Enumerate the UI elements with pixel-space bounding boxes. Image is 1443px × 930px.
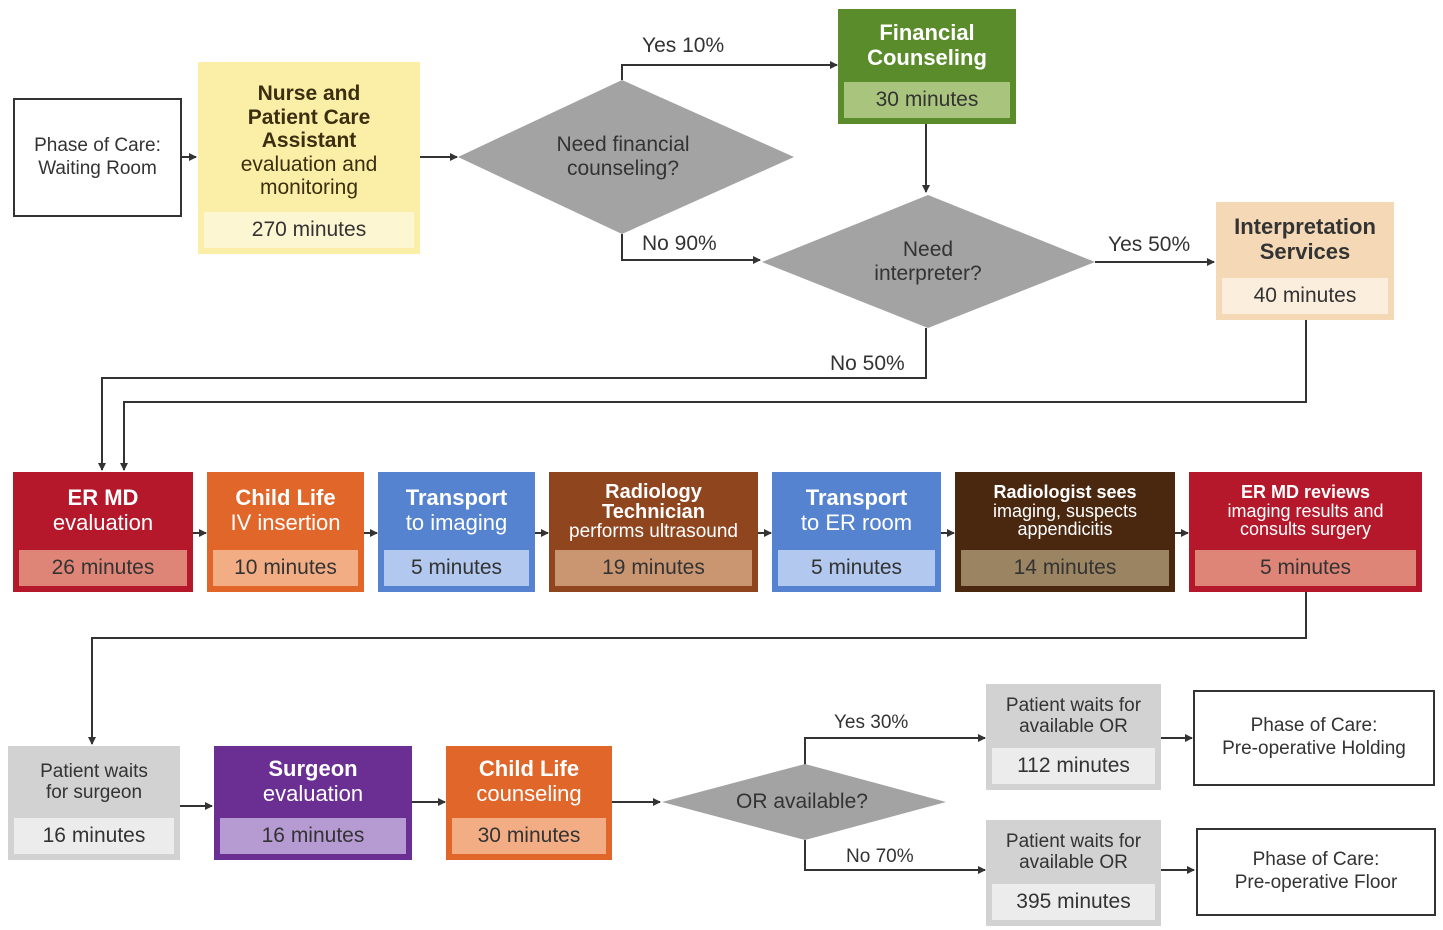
nurse-evaluation-box: Nurse and Patient Care Assistant evaluat…	[198, 62, 420, 254]
surgeon-duration: 16 minutes	[220, 818, 406, 854]
surgeon-title-2: evaluation	[262, 781, 364, 806]
child-life-iv-box: Child Life IV insertion 10 minutes	[207, 472, 364, 592]
interpretation-services-box: Interpretation Services 40 minutes	[1216, 202, 1394, 320]
wait-or-no-title-1: Patient waits for	[1005, 830, 1142, 852]
radiologist-title-2: imaging, suspects	[992, 500, 1138, 521]
transport-imaging-box: Transport to imaging 5 minutes	[378, 472, 535, 592]
phase-holding-line1: Phase of Care:	[1250, 715, 1378, 737]
or-yes-label: Yes 30%	[834, 712, 909, 733]
nurse-title-4: evaluation and	[240, 152, 378, 176]
er-review-duration: 5 minutes	[1195, 550, 1416, 586]
arrow-financial-yes	[621, 61, 838, 80]
wait-or-no-box: Patient waits for available OR 395 minut…	[986, 820, 1161, 926]
interpreter-no-label: No 50%	[830, 352, 905, 375]
financial-yes-label: Yes 10%	[642, 34, 725, 57]
phase-floor-line1: Phase of Care:	[1252, 849, 1380, 871]
phase-holding-line2: Pre-operative Holding	[1222, 738, 1406, 759]
decision-interpreter-shape	[762, 195, 1095, 328]
child-life-counseling-box: Child Life counseling 30 minutes	[446, 746, 612, 860]
financial-title-1: Financial	[879, 19, 975, 45]
phase-preop-holding: Phase of Care: Pre-operative Holding	[1193, 690, 1435, 786]
transport-er-title-2: to ER room	[800, 510, 913, 535]
transport-er-box: Transport to ER room 5 minutes	[772, 472, 941, 592]
decision-financial-line1: Need financial	[556, 132, 690, 156]
financial-no-label: No 90%	[642, 232, 717, 255]
decision-interpreter-line1: Need	[902, 237, 954, 261]
phase-waiting-room: Phase of Care: Waiting Room	[13, 98, 182, 217]
radiology-tech-title-3: performs ultrasound	[569, 520, 738, 542]
arrow-or-yes	[804, 734, 986, 766]
child-counsel-duration: 30 minutes	[452, 818, 606, 854]
nurse-title-1: Nurse and	[257, 82, 361, 106]
interpretation-title-2: Services	[1259, 239, 1351, 264]
nurse-title-2: Patient Care	[247, 105, 371, 129]
arrow-interpretation-to-er	[120, 320, 1307, 471]
er-eval-duration: 26 minutes	[19, 550, 187, 586]
er-eval-title-1: ER MD	[67, 485, 139, 511]
decision-interpreter-line2: interpreter?	[874, 262, 982, 285]
surgeon-evaluation-box: Surgeon evaluation 16 minutes	[214, 746, 412, 860]
er-md-evaluation-box: ER MD evaluation 26 minutes	[13, 472, 193, 592]
nurse-title-3: Assistant	[261, 129, 357, 153]
wait-or-yes-duration: 112 minutes	[992, 748, 1155, 784]
transport-imaging-title-2: to imaging	[405, 510, 508, 535]
wait-surgeon-duration: 16 minutes	[14, 818, 174, 854]
child-iv-title-2: IV insertion	[230, 510, 341, 535]
financial-counseling-box: Financial Counseling 30 minutes	[838, 9, 1016, 124]
transport-imaging-duration: 5 minutes	[384, 550, 529, 586]
wait-or-yes-title-2: available OR	[1019, 716, 1128, 737]
decision-interpreter-label: Need interpreter?	[838, 228, 1018, 296]
radiologist-box: Radiologist sees imaging, suspects appen…	[955, 472, 1175, 592]
decision-financial-shape	[458, 80, 794, 234]
wait-surgeon-title-1: Patient waits	[40, 760, 148, 782]
radiology-tech-title-1: Radiology	[605, 480, 702, 503]
er-review-title-3: consults surgery	[1239, 519, 1372, 540]
wait-or-no-title-2: available OR	[1019, 852, 1128, 873]
wait-or-yes-title-1: Patient waits for	[1005, 694, 1142, 716]
decision-or-label: OR available?	[736, 789, 868, 813]
decision-or-shape	[662, 764, 946, 840]
wait-or-yes-box: Patient waits for available OR 112 minut…	[986, 684, 1161, 790]
arrow-or-no	[804, 840, 986, 874]
financial-duration: 30 minutes	[844, 82, 1010, 118]
transport-er-duration: 5 minutes	[778, 550, 935, 586]
phase-waiting-line1: Phase of Care:	[34, 134, 161, 156]
financial-title-2: Counseling	[867, 44, 987, 70]
child-iv-title-1: Child Life	[235, 485, 336, 511]
arrow-interpreter-no	[98, 328, 927, 471]
interpreter-yes-label: Yes 50%	[1108, 233, 1191, 256]
phase-floor-line2: Pre-operative Floor	[1234, 872, 1398, 893]
er-review-title-2: imaging results and	[1227, 500, 1384, 521]
transport-er-title-1: Transport	[805, 485, 908, 511]
interpretation-duration: 40 minutes	[1222, 278, 1388, 314]
er-review-title-1: ER MD reviews	[1240, 481, 1371, 502]
decision-financial-line2: counseling?	[566, 157, 680, 180]
wait-or-no-duration: 395 minutes	[992, 884, 1155, 920]
phase-waiting-line2: Waiting Room	[38, 157, 157, 179]
wait-surgeon-box: Patient waits for surgeon 16 minutes	[8, 746, 180, 860]
nurse-title-5: monitoring	[259, 176, 359, 200]
radiologist-title-1: Radiologist sees	[993, 481, 1137, 502]
child-counsel-title-2: counseling	[476, 781, 582, 806]
radiologist-title-3: appendicitis	[1017, 519, 1113, 540]
transport-imaging-title-1: Transport	[405, 485, 508, 511]
decision-financial-label: Need financial counseling?	[518, 122, 728, 192]
arrow-review-to-wait	[88, 592, 1307, 745]
arrow-financial-no	[621, 234, 761, 264]
child-iv-duration: 10 minutes	[213, 550, 358, 586]
phase-preop-floor: Phase of Care: Pre-operative Floor	[1196, 828, 1436, 916]
wait-surgeon-title-2: for surgeon	[45, 782, 143, 803]
interpretation-title-1: Interpretation	[1234, 214, 1376, 240]
radiology-technician-box: Radiology Technician performs ultrasound…	[549, 472, 758, 592]
surgeon-title-1: Surgeon	[268, 756, 358, 782]
er-eval-title-2: evaluation	[52, 510, 154, 535]
radiologist-duration: 14 minutes	[961, 550, 1169, 586]
er-md-review-box: ER MD reviews imaging results and consul…	[1189, 472, 1422, 592]
or-no-label: No 70%	[846, 846, 914, 867]
child-counsel-title-1: Child Life	[478, 756, 580, 782]
nurse-duration: 270 minutes	[204, 212, 414, 248]
radiology-tech-duration: 19 minutes	[555, 550, 752, 586]
radiology-tech-title-2: Technician	[602, 500, 705, 523]
